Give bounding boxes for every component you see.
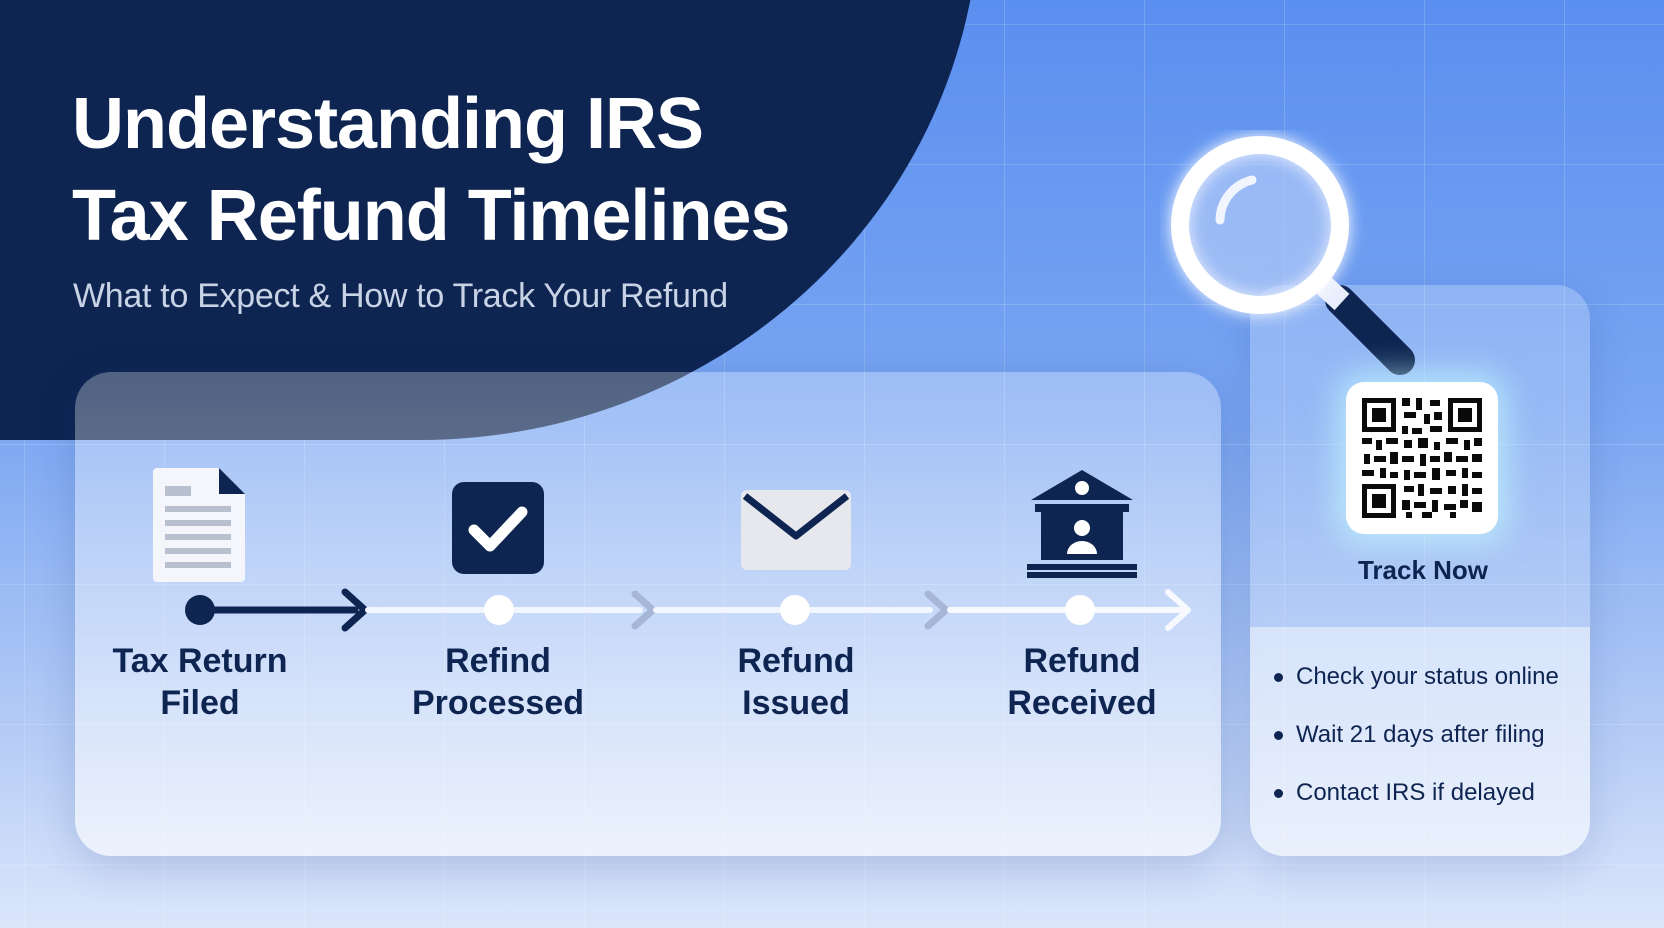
timeline-node-3 (780, 595, 810, 625)
tips-panel (1250, 627, 1590, 856)
timeline-node-2 (484, 595, 514, 625)
step-1-line-2: Filed (160, 684, 240, 722)
timeline-node-1 (185, 595, 215, 625)
step-4-line-2: Received (1007, 684, 1157, 722)
timeline-arrow-4 (1165, 589, 1191, 631)
tip-item: Contact IRS if delayed (1270, 778, 1559, 836)
page-title: Understanding IRS Tax Refund Timelines (72, 78, 791, 262)
timeline-arrow-3 (924, 590, 950, 630)
document-icon (153, 468, 245, 582)
tips-list: Check your status online Wait 21 days af… (1270, 662, 1559, 836)
page-subtitle: What to Expect & How to Track Your Refun… (73, 277, 728, 315)
qr-code-container[interactable] (1346, 382, 1498, 534)
qr-code-icon (1362, 398, 1482, 518)
step-3-line-2: Issued (742, 684, 850, 722)
tip-item: Check your status online (1270, 662, 1559, 720)
tracker-card (1250, 285, 1590, 856)
step-label-1: Tax Return Filed (70, 640, 330, 724)
step-4-line-1: Refund (1023, 642, 1141, 680)
bank-icon (1027, 470, 1137, 578)
envelope-icon (741, 490, 851, 570)
track-now-button[interactable]: Track Now (1357, 555, 1489, 585)
step-3-line-1: Refund (737, 642, 855, 680)
tip-item: Wait 21 days after filing (1270, 720, 1559, 778)
step-label-4: Refund Received (952, 640, 1212, 724)
step-label-3: Refund Issued (666, 640, 926, 724)
title-line-2: Tax Refund Timelines (72, 176, 791, 256)
title-line-1: Understanding IRS (72, 84, 704, 164)
checkmark-icon (452, 482, 544, 574)
magnifier-icon (1171, 136, 1415, 375)
timeline-node-4 (1065, 595, 1095, 625)
step-2-line-2: Processed (412, 684, 584, 722)
step-1-line-1: Tax Return (112, 642, 288, 680)
step-2-line-1: Refind (445, 642, 551, 680)
step-label-2: Refind Processed (368, 640, 628, 724)
